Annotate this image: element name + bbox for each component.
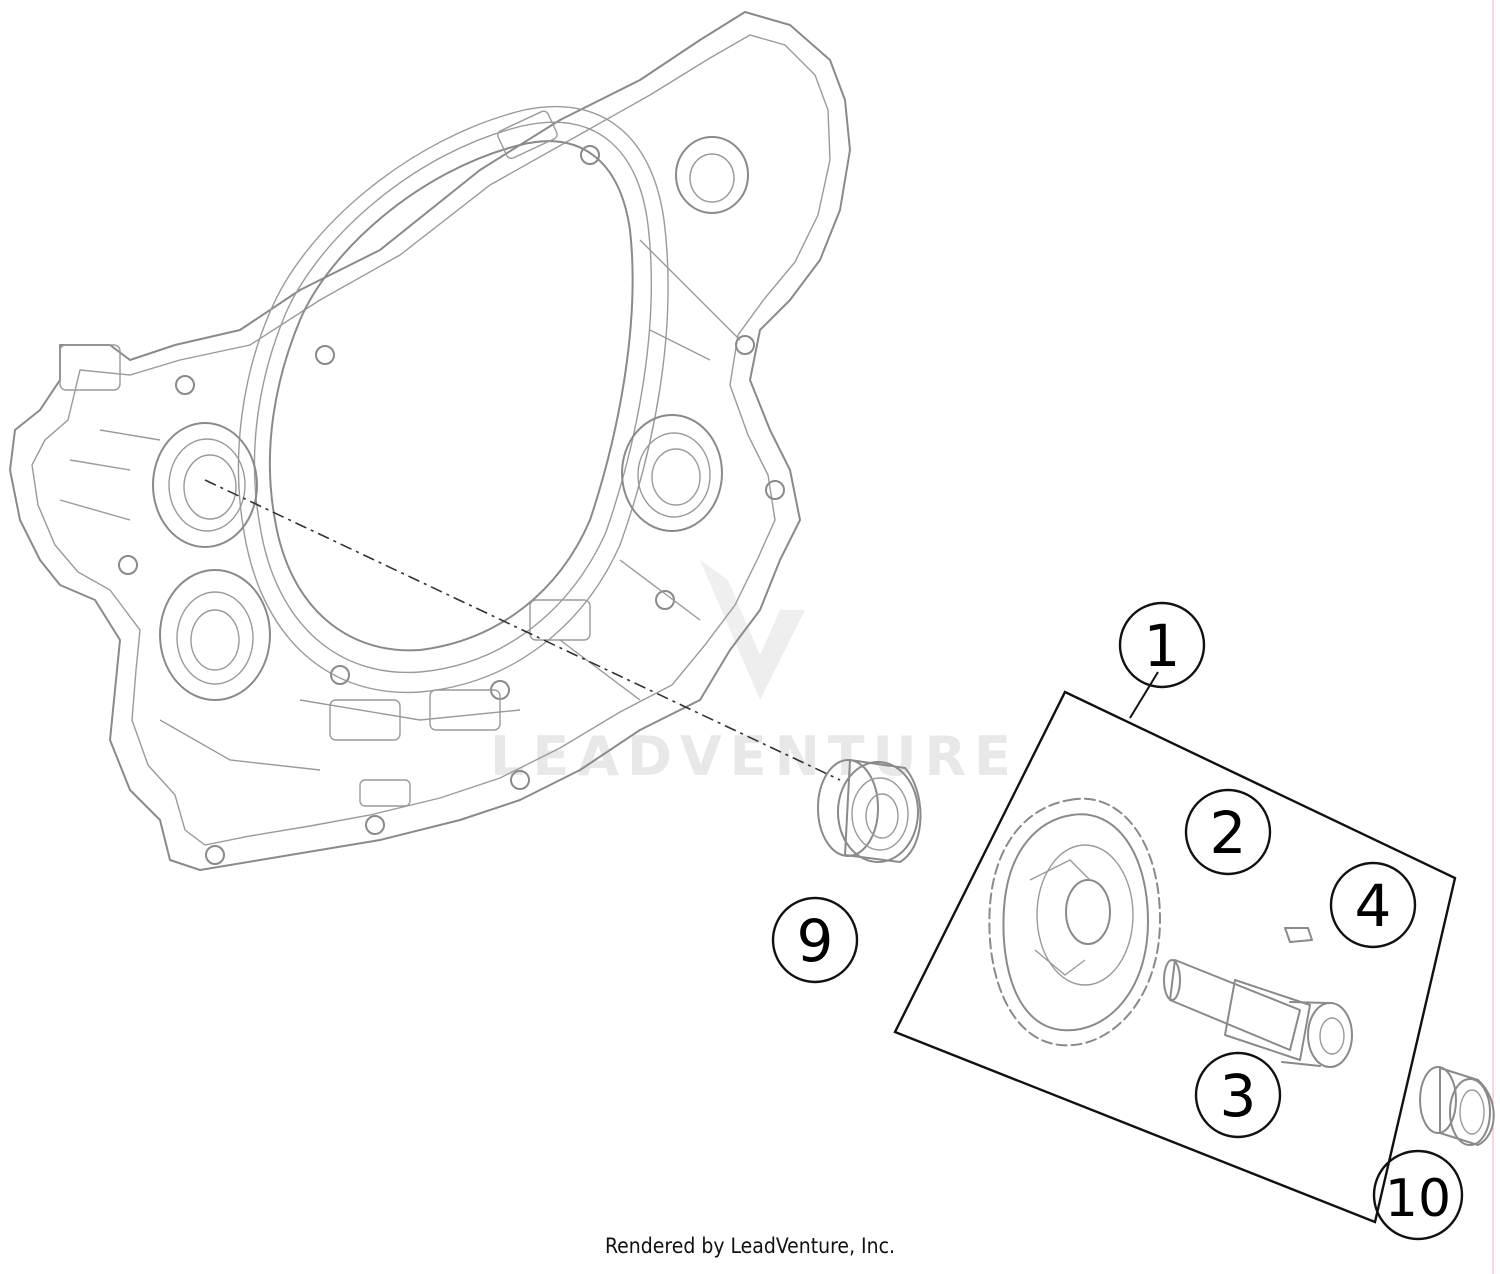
callout-4[interactable]: 4 bbox=[1329, 861, 1417, 949]
clutch-cover bbox=[9, 11, 851, 871]
cover-outline bbox=[9, 11, 851, 871]
right-boss bbox=[621, 414, 723, 532]
lower-left-boss bbox=[159, 569, 271, 701]
callout-3-label: 3 bbox=[1220, 1062, 1257, 1130]
part-9-bearing bbox=[817, 759, 922, 863]
bolt-holes bbox=[118, 145, 785, 865]
part-3-shaft bbox=[1163, 959, 1353, 1068]
cover-ribs bbox=[59, 110, 741, 807]
callout-4-label: 4 bbox=[1355, 872, 1392, 940]
callout-2[interactable]: 2 bbox=[1184, 788, 1272, 876]
clutch-opening-rim-2 bbox=[237, 105, 669, 694]
callout-3[interactable]: 3 bbox=[1194, 1051, 1282, 1139]
part-2-gear bbox=[988, 797, 1161, 1047]
clutch-opening bbox=[268, 140, 634, 652]
part-10-bushing bbox=[1419, 1066, 1495, 1146]
kit-1-group-frame bbox=[893, 690, 1457, 1224]
callout-1-leader bbox=[1129, 671, 1159, 719]
left-bearing-boss bbox=[152, 422, 258, 548]
callout-10-label: 10 bbox=[1385, 1169, 1451, 1229]
callout-9[interactable]: 9 bbox=[771, 896, 859, 984]
top-boss bbox=[675, 136, 749, 214]
callout-10[interactable]: 10 bbox=[1372, 1149, 1464, 1241]
callout-1-label: 1 bbox=[1144, 612, 1181, 680]
watermark-text: LEADVENTURE bbox=[490, 725, 1019, 788]
callout-2-label: 2 bbox=[1210, 799, 1247, 867]
clutch-opening-rim bbox=[253, 121, 652, 674]
alignment-axis bbox=[204, 479, 841, 781]
watermark-logo bbox=[700, 560, 805, 700]
callout-1[interactable]: 1 bbox=[1118, 601, 1206, 689]
callout-9-label: 9 bbox=[797, 907, 834, 975]
cover-flange-inner bbox=[31, 34, 831, 846]
part-4-key bbox=[1284, 927, 1313, 943]
watermark: LEADVENTURE bbox=[490, 560, 1019, 788]
footer-credit: Rendered by LeadVenture, Inc. bbox=[605, 1234, 895, 1258]
